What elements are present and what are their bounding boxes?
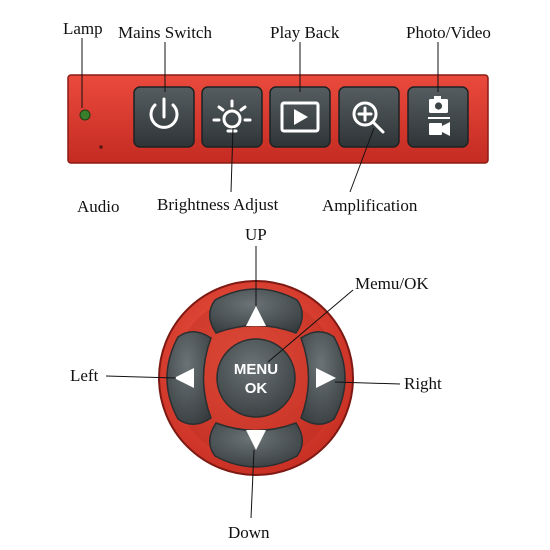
lamp-indicator <box>79 109 91 121</box>
up-label: UP <box>245 225 267 244</box>
left-label: Left <box>70 366 99 385</box>
photo-video-button[interactable] <box>407 86 469 148</box>
menu-ok-button[interactable]: MENU OK <box>216 338 296 418</box>
photo-video-label: Photo/Video <box>406 23 491 42</box>
brightness-adjust-button[interactable] <box>201 86 263 148</box>
down-label: Down <box>228 523 270 542</box>
down-arrow-icon <box>246 430 266 450</box>
play-back-label: Play Back <box>270 23 340 42</box>
amplification-button[interactable] <box>338 86 400 148</box>
power-icon <box>149 97 179 129</box>
up-button[interactable] <box>209 288 303 334</box>
play-back-button[interactable] <box>269 86 331 148</box>
lamp-label: Lamp <box>63 19 103 38</box>
mains-switch-button[interactable] <box>133 86 195 148</box>
amplification-label: Amplification <box>322 196 418 215</box>
right-label: Right <box>404 374 442 393</box>
zoom-in-icon <box>352 101 385 134</box>
brightness-icon <box>212 99 252 133</box>
dpad-leader-lines <box>105 246 401 519</box>
menu-ok-label: Memu/OK <box>355 274 429 293</box>
audio-label: Audio <box>77 197 120 216</box>
left-arrow-icon <box>174 368 194 388</box>
down-button[interactable] <box>209 422 303 468</box>
left-button[interactable] <box>166 331 212 425</box>
right-arrow-icon <box>316 368 336 388</box>
right-button[interactable] <box>300 331 346 425</box>
menu-text: MENU <box>234 361 278 378</box>
audio-hole <box>99 145 103 149</box>
top-leader-lines <box>81 38 439 193</box>
mains-switch-label: Mains Switch <box>118 23 212 42</box>
direction-pad: MENU OK <box>158 280 354 476</box>
photo-video-icon <box>428 96 450 136</box>
play-icon <box>280 101 320 133</box>
control-strip <box>67 74 489 164</box>
up-arrow-icon <box>246 306 266 326</box>
brightness-adjust-label: Brightness Adjust <box>157 195 279 214</box>
ok-text: OK <box>245 380 268 397</box>
